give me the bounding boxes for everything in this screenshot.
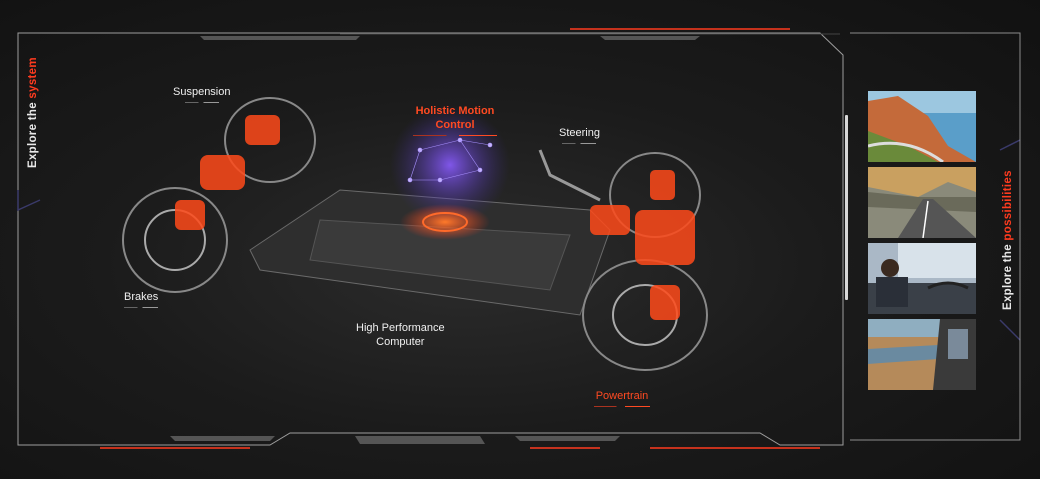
thumbnail-driver[interactable] bbox=[868, 243, 976, 314]
callout-divider bbox=[413, 135, 497, 136]
callout-brakes[interactable]: Brakes bbox=[124, 290, 158, 308]
callout-brakes-label: Brakes bbox=[124, 291, 159, 303]
thumbnail-beach-drive[interactable] bbox=[868, 319, 976, 390]
vehicle-chassis-illustration bbox=[122, 97, 708, 371]
explore-system-prefix: Explore the bbox=[27, 98, 39, 168]
possibilities-thumbnails bbox=[868, 91, 976, 395]
callout-high-performance-computer[interactable]: High Performance Computer bbox=[356, 321, 445, 349]
callout-suspension[interactable]: Suspension bbox=[173, 85, 231, 103]
callout-steering[interactable]: Steering bbox=[559, 126, 600, 144]
thumbnail-coastal-road[interactable] bbox=[868, 91, 976, 162]
callout-hpc-line1: High Performance bbox=[356, 322, 445, 334]
callout-holistic-line1: Holistic Motion bbox=[415, 105, 495, 117]
callout-hpc-line2: Computer bbox=[376, 336, 425, 348]
explore-system-accent: system bbox=[27, 57, 39, 99]
callout-suspension-label: Suspension bbox=[173, 86, 231, 98]
driver-in-car-image bbox=[868, 243, 976, 314]
callout-steering-label: Steering bbox=[559, 127, 600, 139]
callout-divider bbox=[562, 143, 597, 144]
callout-divider bbox=[124, 307, 159, 308]
mountain-road-image bbox=[868, 167, 976, 238]
callout-holistic-motion-control[interactable]: Holistic Motion Control bbox=[413, 104, 497, 136]
callout-divider bbox=[594, 406, 650, 407]
callout-divider bbox=[184, 102, 219, 103]
coastal-road-image bbox=[868, 91, 976, 162]
scroll-indicator[interactable] bbox=[845, 115, 848, 300]
thumbnail-mountain-road[interactable] bbox=[868, 167, 976, 238]
callout-holistic-line2: Control bbox=[435, 119, 475, 131]
explore-possibilities-accent: possibilities bbox=[1002, 170, 1014, 241]
callout-powertrain-label: Powertrain bbox=[595, 390, 649, 402]
callout-powertrain[interactable]: Powertrain bbox=[594, 389, 650, 407]
explore-possibilities-link[interactable]: Explore the possibilities bbox=[1002, 170, 1014, 310]
explore-system-link[interactable]: Explore the system bbox=[27, 57, 39, 168]
explore-possibilities-prefix: Explore the bbox=[1002, 240, 1014, 310]
beach-drive-image bbox=[868, 319, 976, 390]
